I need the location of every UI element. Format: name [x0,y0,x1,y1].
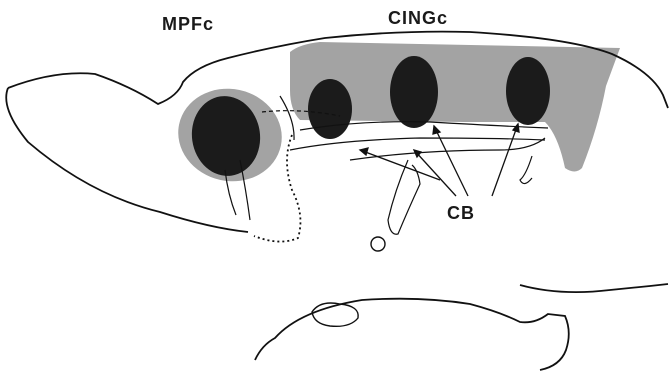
anterior-commissure-circle [371,237,385,251]
cb-arrows [360,124,519,196]
cingulate-lesion-2 [390,56,438,128]
brain-base-outline [255,299,569,370]
mpfc-label: MPFc [162,14,214,35]
cingc-label: CINGc [388,8,448,29]
hippocampal-tract [520,156,532,184]
cingulate-lesion-3 [506,57,550,125]
cb-label: CB [447,203,475,224]
cingulate-lesion-1 [308,79,352,139]
